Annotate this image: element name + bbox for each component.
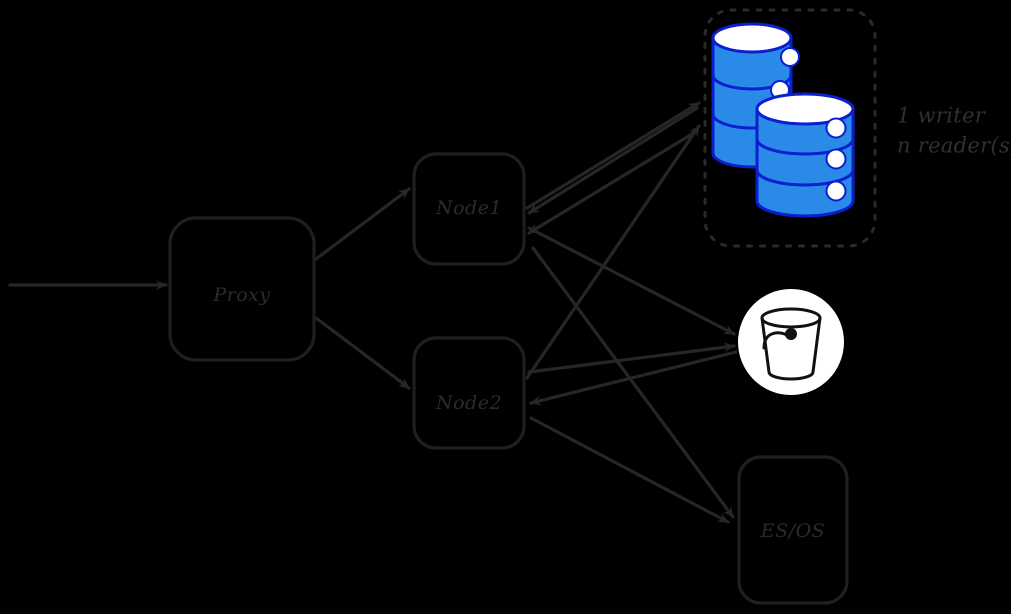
arrow-node2-to-db: [525, 124, 701, 380]
esos-box[interactable]: [737, 455, 849, 605]
arrow-proxy-to-node1: [314, 187, 411, 261]
database-cylinder-front: [755, 92, 855, 218]
bucket-knob-icon: [785, 328, 797, 340]
arrow-node1-to-db: [525, 101, 701, 210]
arrow-node1-to-bucket: [527, 226, 736, 336]
arrow-db-to-node1: [527, 106, 699, 215]
node1-box[interactable]: [412, 152, 526, 266]
arrow-node1-to-esos: [531, 246, 735, 519]
proxy-node[interactable]: Proxy: [168, 216, 316, 362]
node2-node[interactable]: Node2: [412, 336, 526, 450]
db-status-dot: [780, 47, 800, 67]
bucket-body-icon: [760, 316, 822, 381]
node1-node[interactable]: Node1: [412, 152, 526, 266]
bucket-rim-icon: [760, 307, 822, 329]
db-cluster-group-boundary: [703, 8, 877, 248]
node2-label: Node2: [435, 392, 502, 414]
db-status-dot: [825, 148, 847, 170]
db-status-dot: [825, 117, 847, 139]
proxy-label: Proxy: [212, 284, 270, 306]
arrow-node2-to-bucket: [527, 342, 736, 374]
esos-node[interactable]: ES/OS: [737, 455, 849, 605]
arrow-bucket-to-node2: [529, 350, 738, 406]
arrow-db-to-node2: [527, 129, 699, 235]
object-storage-bucket[interactable]: [738, 289, 844, 395]
db-annotation-line2: n reader(s): [897, 134, 1011, 158]
proxy-box[interactable]: [168, 216, 316, 362]
arrow-proxy-to-node2: [314, 316, 411, 390]
arrow-node2-to-esos: [529, 416, 730, 524]
db-status-dot: [825, 180, 847, 202]
esos-label: ES/OS: [760, 520, 825, 542]
node2-box[interactable]: [412, 336, 526, 450]
db-annotation-line1: 1 writer: [897, 104, 987, 128]
node1-label: Node1: [435, 197, 502, 219]
